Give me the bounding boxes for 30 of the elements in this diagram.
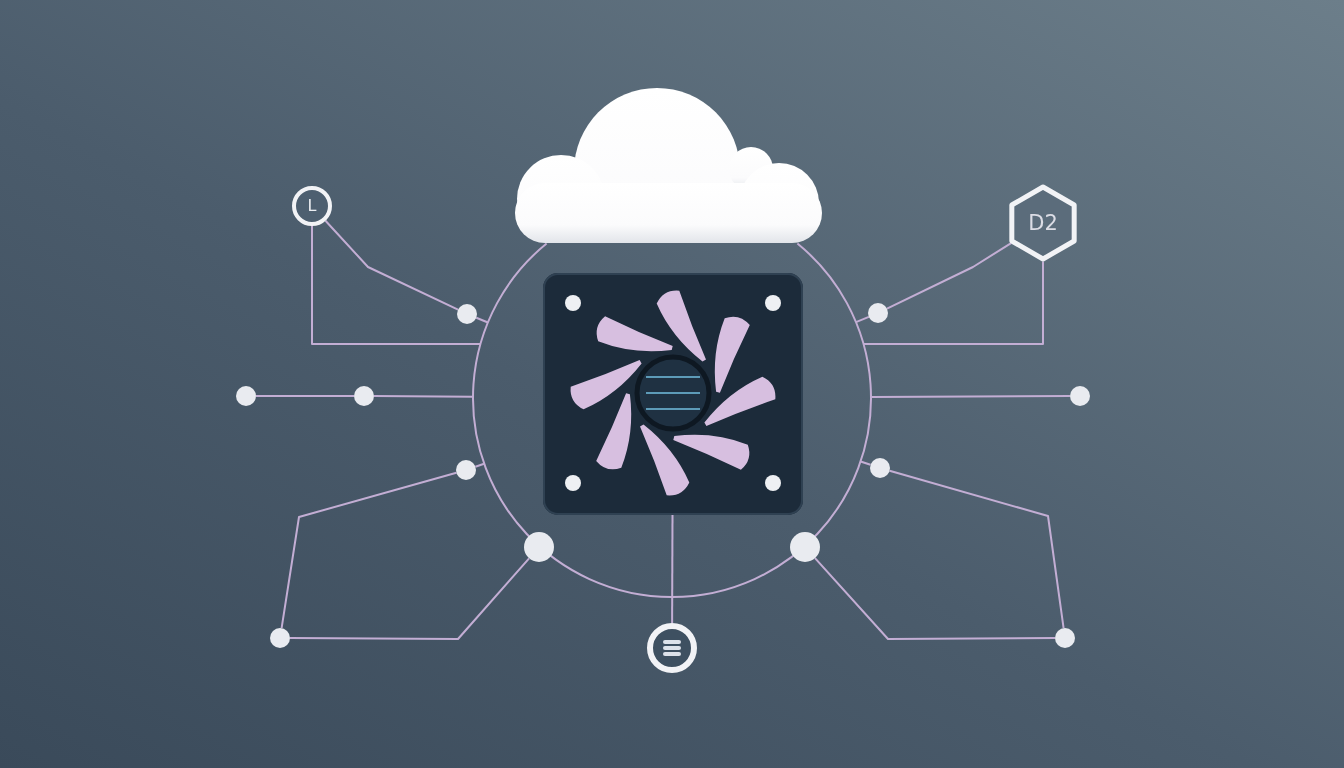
junction-dot — [457, 304, 477, 324]
connector-line — [255, 395, 355, 397]
connector-line — [870, 395, 1071, 398]
node-label: D2 — [1028, 212, 1058, 234]
connector-line — [311, 225, 482, 345]
connector-line — [280, 471, 458, 630]
connector-line — [373, 395, 474, 398]
connector-line — [814, 557, 1056, 640]
node-label: L — [307, 198, 317, 214]
connector-line — [855, 315, 870, 324]
cloud-shape — [515, 87, 822, 243]
connector-line — [862, 260, 1044, 345]
junction-dot — [456, 460, 476, 480]
connector-line — [475, 316, 489, 324]
junction-dot — [354, 386, 374, 406]
connector-line — [888, 469, 1065, 630]
junction-dot — [270, 628, 290, 648]
junction-dot — [1055, 628, 1075, 648]
connector-line — [859, 460, 872, 466]
junction-dot — [868, 303, 888, 323]
junction-dot — [1070, 386, 1090, 406]
connector-line — [289, 557, 531, 640]
circle-node — [292, 186, 332, 226]
circle-node — [647, 623, 697, 673]
connector-line — [886, 242, 1013, 310]
connector-line — [474, 462, 486, 468]
junction-dot — [870, 458, 890, 478]
connector-line — [324, 219, 459, 311]
junction-dot — [236, 386, 256, 406]
connector-line — [671, 514, 674, 624]
